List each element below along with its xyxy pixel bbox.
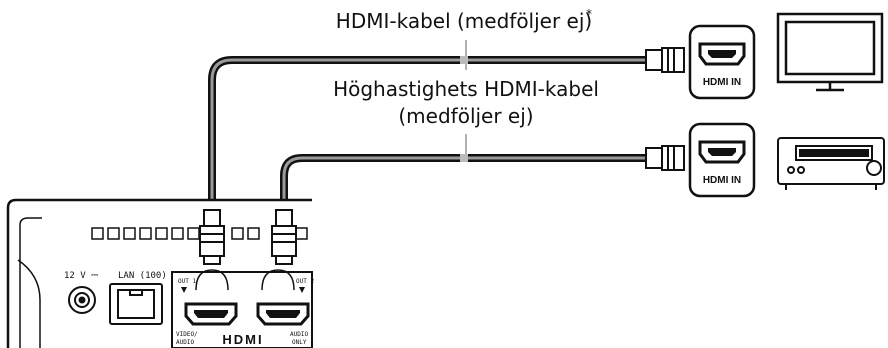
audio-only-label-2: ONLY [292, 339, 307, 346]
out1-label: OUT 1 [178, 278, 196, 285]
cable1-caption: HDMI-kabel (medföljer ej) [336, 9, 592, 33]
tv-icon [776, 12, 884, 92]
audio-only-label-1: AUDIO [290, 331, 308, 338]
dc-jack [68, 286, 96, 314]
av-receiver-icon [777, 137, 885, 190]
player-device: 12 V ⎓ LAN (100) OUT 1 OUT 2 [0, 198, 314, 348]
lan-port [109, 283, 163, 325]
receiver-hdmi-plug [645, 145, 685, 171]
hdmi-out2-port [256, 302, 310, 326]
cable2-caption-line1: Höghastighets HDMI-kabel [333, 77, 599, 101]
out1-arrow [181, 287, 187, 293]
hdmi-cable-1 [208, 56, 648, 212]
hdmi-out-panel: OUT 1 OUT 2 VIDEO/ AUDIO HDMI AUDIO ONLY [171, 269, 314, 348]
player-plug-out1 [199, 209, 225, 265]
hdmi-cable-2 [280, 154, 648, 212]
out2-label: OUT 2 [296, 278, 314, 285]
tv-hdmi-in-port: HDMI IN [688, 24, 756, 100]
receiver-hdmi-in-port: HDMI IN [688, 122, 756, 198]
hdmi-out1-port [184, 302, 238, 326]
cable2-caption-line2: (medföljer ej) [398, 104, 533, 128]
tv-port-label: HDMI IN [703, 77, 741, 88]
video-audio-label-1: VIDEO/ [176, 331, 198, 338]
player-plug-out2 [271, 209, 297, 265]
tv-hdmi-plug [645, 47, 685, 73]
video-audio-label-2: AUDIO [176, 339, 194, 346]
cable1-footnote-mark: * [586, 7, 592, 21]
lan-label: LAN (100) [118, 271, 167, 281]
vent-slots [91, 227, 308, 240]
hdmi-logo: HDMI [222, 332, 263, 347]
out2-arrow [299, 287, 305, 293]
receiver-port-label: HDMI IN [703, 175, 741, 186]
dc-label: 12 V ⎓ [64, 271, 98, 281]
